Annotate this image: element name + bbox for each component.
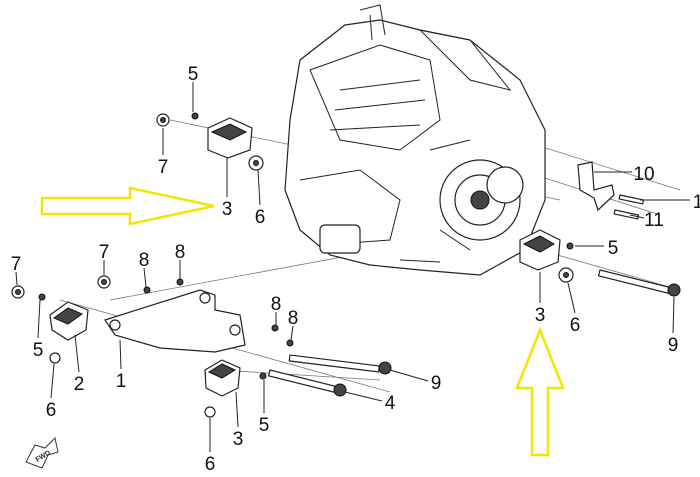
callout: 3: [535, 305, 546, 326]
engine-transmission-assembly: [284, 4, 546, 276]
callout: 10: [633, 164, 654, 185]
highlight-arrow-up: [515, 326, 565, 457]
bolts: [38, 112, 681, 397]
callout: 5: [608, 238, 619, 259]
callout: 8: [175, 242, 186, 263]
callout: 5: [33, 340, 44, 361]
callout: 8: [288, 308, 299, 329]
callout: 7: [99, 242, 110, 263]
rubber-mount-upper-left: [207, 117, 253, 159]
callout: 7: [11, 254, 22, 275]
rubber-mount-left: [49, 301, 89, 341]
mount-bracket: [104, 289, 246, 353]
callout: 7: [158, 157, 169, 178]
callout: 6: [570, 315, 581, 336]
callout: 3: [233, 429, 244, 450]
callout: 6: [255, 207, 266, 228]
callout: 9: [668, 335, 679, 356]
callout: 3: [222, 199, 233, 220]
leader-lines: [15, 82, 690, 452]
callout: 6: [46, 400, 57, 421]
callout: 4: [385, 393, 396, 414]
callout: 5: [188, 64, 199, 85]
callout: 6: [205, 454, 216, 475]
callout: 5: [259, 415, 270, 436]
callout: 9: [431, 373, 442, 394]
callout: 8: [271, 294, 282, 315]
washers-nuts: [11, 113, 574, 418]
callout: 1: [116, 371, 127, 392]
callout: 11: [644, 210, 664, 231]
callout: 2: [74, 374, 85, 395]
rubber-mount-lower: [204, 359, 241, 397]
bracket-10: [577, 161, 615, 212]
forward-direction-icon: FWD: [25, 436, 59, 469]
rubber-mount-right: [519, 229, 561, 271]
highlight-arrow-right: [40, 186, 215, 226]
part-callouts: 5 7 3 6 10 1 11 5 7 7 8 8 8 8 5 2 1 6 9 …: [11, 64, 700, 475]
callout: 8: [139, 250, 150, 271]
callout: 1: [693, 192, 700, 213]
